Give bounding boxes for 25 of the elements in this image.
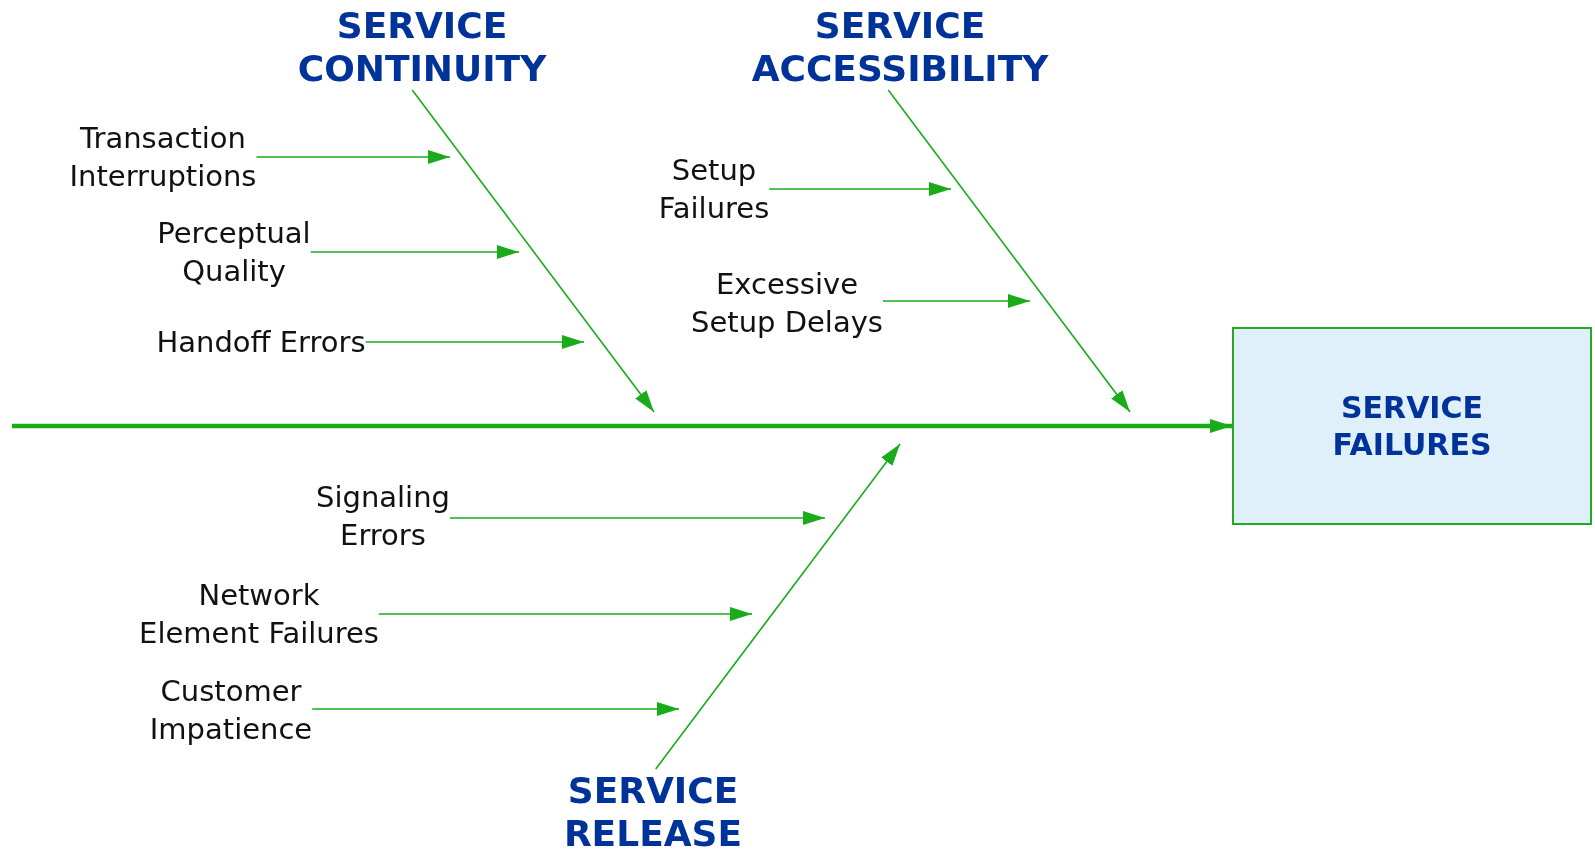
cause-label: Signaling Errors — [316, 478, 450, 554]
arrow — [378, 607, 753, 621]
arrow — [309, 245, 520, 259]
arrow — [654, 443, 901, 770]
arrow — [255, 150, 451, 164]
effect-label: SERVICE FAILURES — [1332, 389, 1492, 463]
category-label: SERVICE RELEASE — [563, 769, 743, 855]
arrow — [411, 89, 655, 413]
cause-label: Perceptual Quality — [157, 214, 311, 290]
arrow — [311, 702, 680, 716]
cause-label: Network Element Failures — [139, 576, 379, 652]
arrow — [449, 511, 826, 525]
arrow — [882, 294, 1031, 308]
arrow — [768, 182, 952, 196]
cause-label: Customer Impatience — [149, 672, 313, 748]
cause-label: Setup Failures — [658, 151, 770, 227]
category-label: SERVICE CONTINUITY — [297, 4, 547, 90]
cause-label: Transaction Interruptions — [69, 119, 257, 195]
arrow — [364, 335, 585, 349]
arrow — [887, 89, 1131, 413]
effect-box — [1232, 327, 1592, 525]
cause-label: Handoff Errors — [156, 323, 366, 361]
spine-arrow — [12, 419, 1232, 433]
cause-label: Excessive Setup Delays — [691, 265, 883, 341]
category-label: SERVICE ACCESSIBILITY — [751, 4, 1049, 90]
